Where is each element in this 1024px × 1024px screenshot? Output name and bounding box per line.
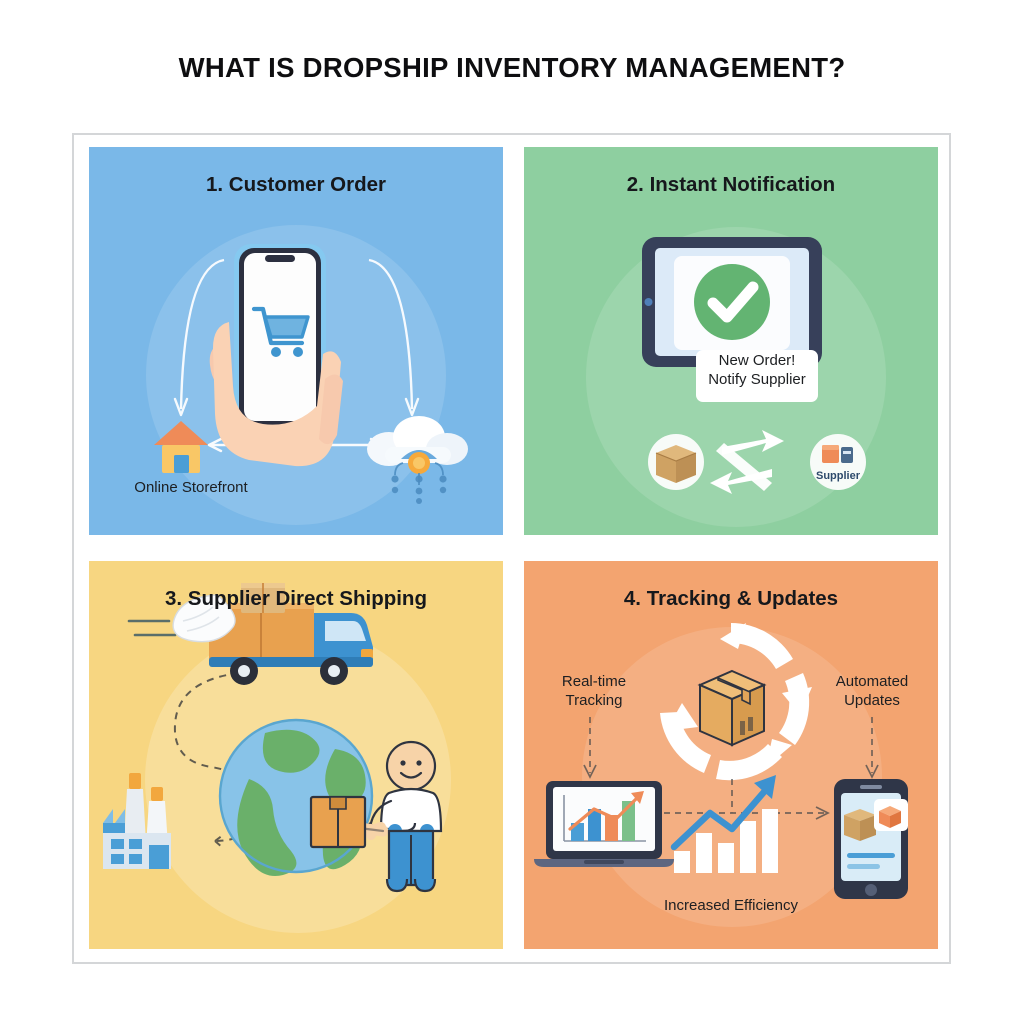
panel4-right-caption-line2: Updates: [844, 691, 900, 709]
panel-supplier-direct-shipping[interactable]: 3. Supplier Direct Shipping: [89, 561, 503, 949]
package-box-icon: [648, 434, 704, 490]
panel-customer-order[interactable]: 1. Customer Order: [89, 147, 503, 535]
shopping-cart-icon: [251, 306, 310, 357]
panel4-illustration: [534, 623, 908, 899]
panel2-illustration: Supplier: [642, 237, 866, 494]
panel2-notification-text: New Order! Notify Supplier: [696, 352, 818, 390]
panel-grid: 1. Customer Order: [89, 147, 938, 949]
panel4-left-caption: Real-time Tracking: [540, 673, 648, 711]
arrow-down-icon: [173, 258, 420, 417]
panel3-illustration: [103, 583, 443, 893]
factory-icon: [103, 773, 171, 869]
smartphone-notification-icon: [834, 779, 908, 899]
person-carrying-box-icon: [309, 740, 443, 893]
circular-arrows-icon: [660, 623, 812, 781]
package-box-icon: [697, 669, 767, 747]
panel1-heading: 1. Customer Order: [206, 173, 386, 196]
growth-bar-chart-icon: [670, 775, 778, 873]
panel1-illustration: [154, 244, 468, 504]
supplier-badge-icon: Supplier: [810, 434, 866, 490]
panel-tracking-updates[interactable]: 4. Tracking & Updates: [524, 561, 938, 949]
tablet-icon: [642, 237, 822, 367]
panel4-bottom-caption: Increased Efficiency: [664, 897, 798, 914]
panel3-heading: 3. Supplier Direct Shipping: [165, 587, 427, 610]
page-title: WHAT IS DROPSHIP INVENTORY MANAGEMENT?: [178, 52, 846, 83]
notification-line-1: New Order!: [718, 352, 796, 369]
panel4-heading: 4. Tracking & Updates: [623, 587, 839, 610]
panel4-right-caption: Automated Updates: [816, 673, 928, 711]
infographic-frame: 1. Customer Order: [72, 133, 951, 964]
notification-line-2: Notify Supplier: [708, 370, 806, 388]
hand-holding-phone-icon: [209, 244, 343, 467]
cloud-data-icon: [367, 416, 468, 504]
panel1-storefront-caption: Online Storefront: [134, 479, 248, 496]
speed-lines-icon: [127, 619, 177, 637]
laptop-bar-chart: [571, 801, 635, 841]
notification-bubble: [874, 799, 908, 831]
notification-popup: [696, 350, 818, 402]
house-storefront-icon: [154, 421, 208, 473]
panel4-left-caption-line1: Real-time: [561, 673, 627, 690]
panel4-left-caption-line2: Tracking: [565, 691, 623, 709]
exchange-arrows-icon: [710, 430, 784, 494]
panel2-heading: 2. Instant Notification: [626, 173, 836, 196]
check-circle-icon: [694, 264, 770, 340]
winged-delivery-truck-icon: [172, 583, 373, 685]
laptop-chart-icon: [534, 781, 674, 867]
panel-instant-notification[interactable]: 2. Instant Notification: [524, 147, 938, 535]
supplier-badge-text: Supplier: [816, 470, 861, 482]
panel4-right-caption-line1: Automated: [835, 673, 909, 690]
dashed-connector-icon: [583, 717, 879, 820]
